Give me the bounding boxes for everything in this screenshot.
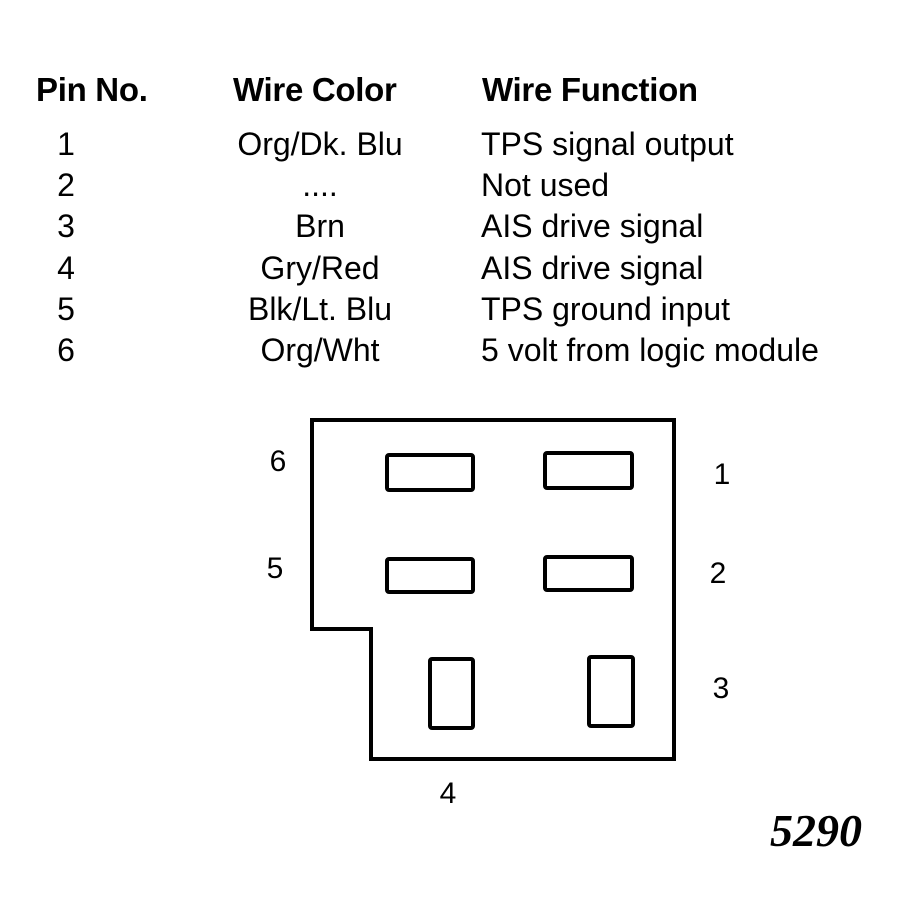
connector-outline [310, 418, 676, 761]
terminal-slot-pin3 [587, 655, 635, 728]
wire-function: AIS drive signal [481, 208, 704, 244]
table-row: 2 .... Not used [0, 164, 904, 206]
connector-label-pin4: 4 [440, 777, 457, 810]
table-row: 6 Org/Wht 5 volt from logic module [0, 329, 904, 371]
terminal-slot-pin4 [428, 657, 475, 730]
table-row: 4 Gry/Red AIS drive signal [0, 247, 904, 289]
pin-number: 2 [57, 167, 75, 203]
header-pin-no: Pin No. [36, 71, 148, 108]
connector-label-pin6: 6 [270, 445, 287, 478]
wire-color: Org/Wht [260, 332, 380, 368]
terminal-slot-pin6 [385, 453, 475, 492]
pin-number: 4 [57, 250, 75, 286]
pin-number: 1 [57, 126, 75, 162]
wire-color: Gry/Red [260, 250, 380, 286]
terminal-slot-pin5 [385, 557, 475, 594]
terminal-slot-pin1 [543, 451, 634, 490]
table-row: 1 Org/Dk. Blu TPS signal output [0, 123, 904, 165]
wire-function: 5 volt from logic module [481, 332, 819, 368]
wire-function: TPS signal output [481, 126, 734, 162]
terminal-slot-pin2 [543, 555, 634, 592]
connector-label-pin2: 2 [710, 557, 727, 590]
pin-number: 6 [57, 332, 75, 368]
table-row: 5 Blk/Lt. Blu TPS ground input [0, 288, 904, 330]
wire-function: Not used [481, 167, 610, 203]
header-wire-color: Wire Color [233, 71, 397, 108]
connector-label-pin5: 5 [267, 552, 284, 585]
wire-color: Brn [295, 208, 345, 244]
wire-color: Org/Dk. Blu [237, 126, 403, 162]
wire-function: TPS ground input [481, 291, 731, 327]
connector-label-pin3: 3 [713, 672, 730, 705]
connector-label-pin1: 1 [714, 458, 731, 491]
wire-function: AIS drive signal [481, 250, 704, 286]
header-wire-function: Wire Function [482, 71, 698, 108]
pin-table: Pin No. Wire Color Wire Function 1 Org/D… [0, 0, 904, 380]
wire-color: .... [302, 167, 338, 203]
table-row: 3 Brn AIS drive signal [0, 205, 904, 247]
pin-number: 3 [57, 208, 75, 244]
wire-color: Blk/Lt. Blu [247, 291, 393, 327]
figure-number: 5290 [770, 805, 862, 856]
pin-number: 5 [57, 291, 75, 327]
